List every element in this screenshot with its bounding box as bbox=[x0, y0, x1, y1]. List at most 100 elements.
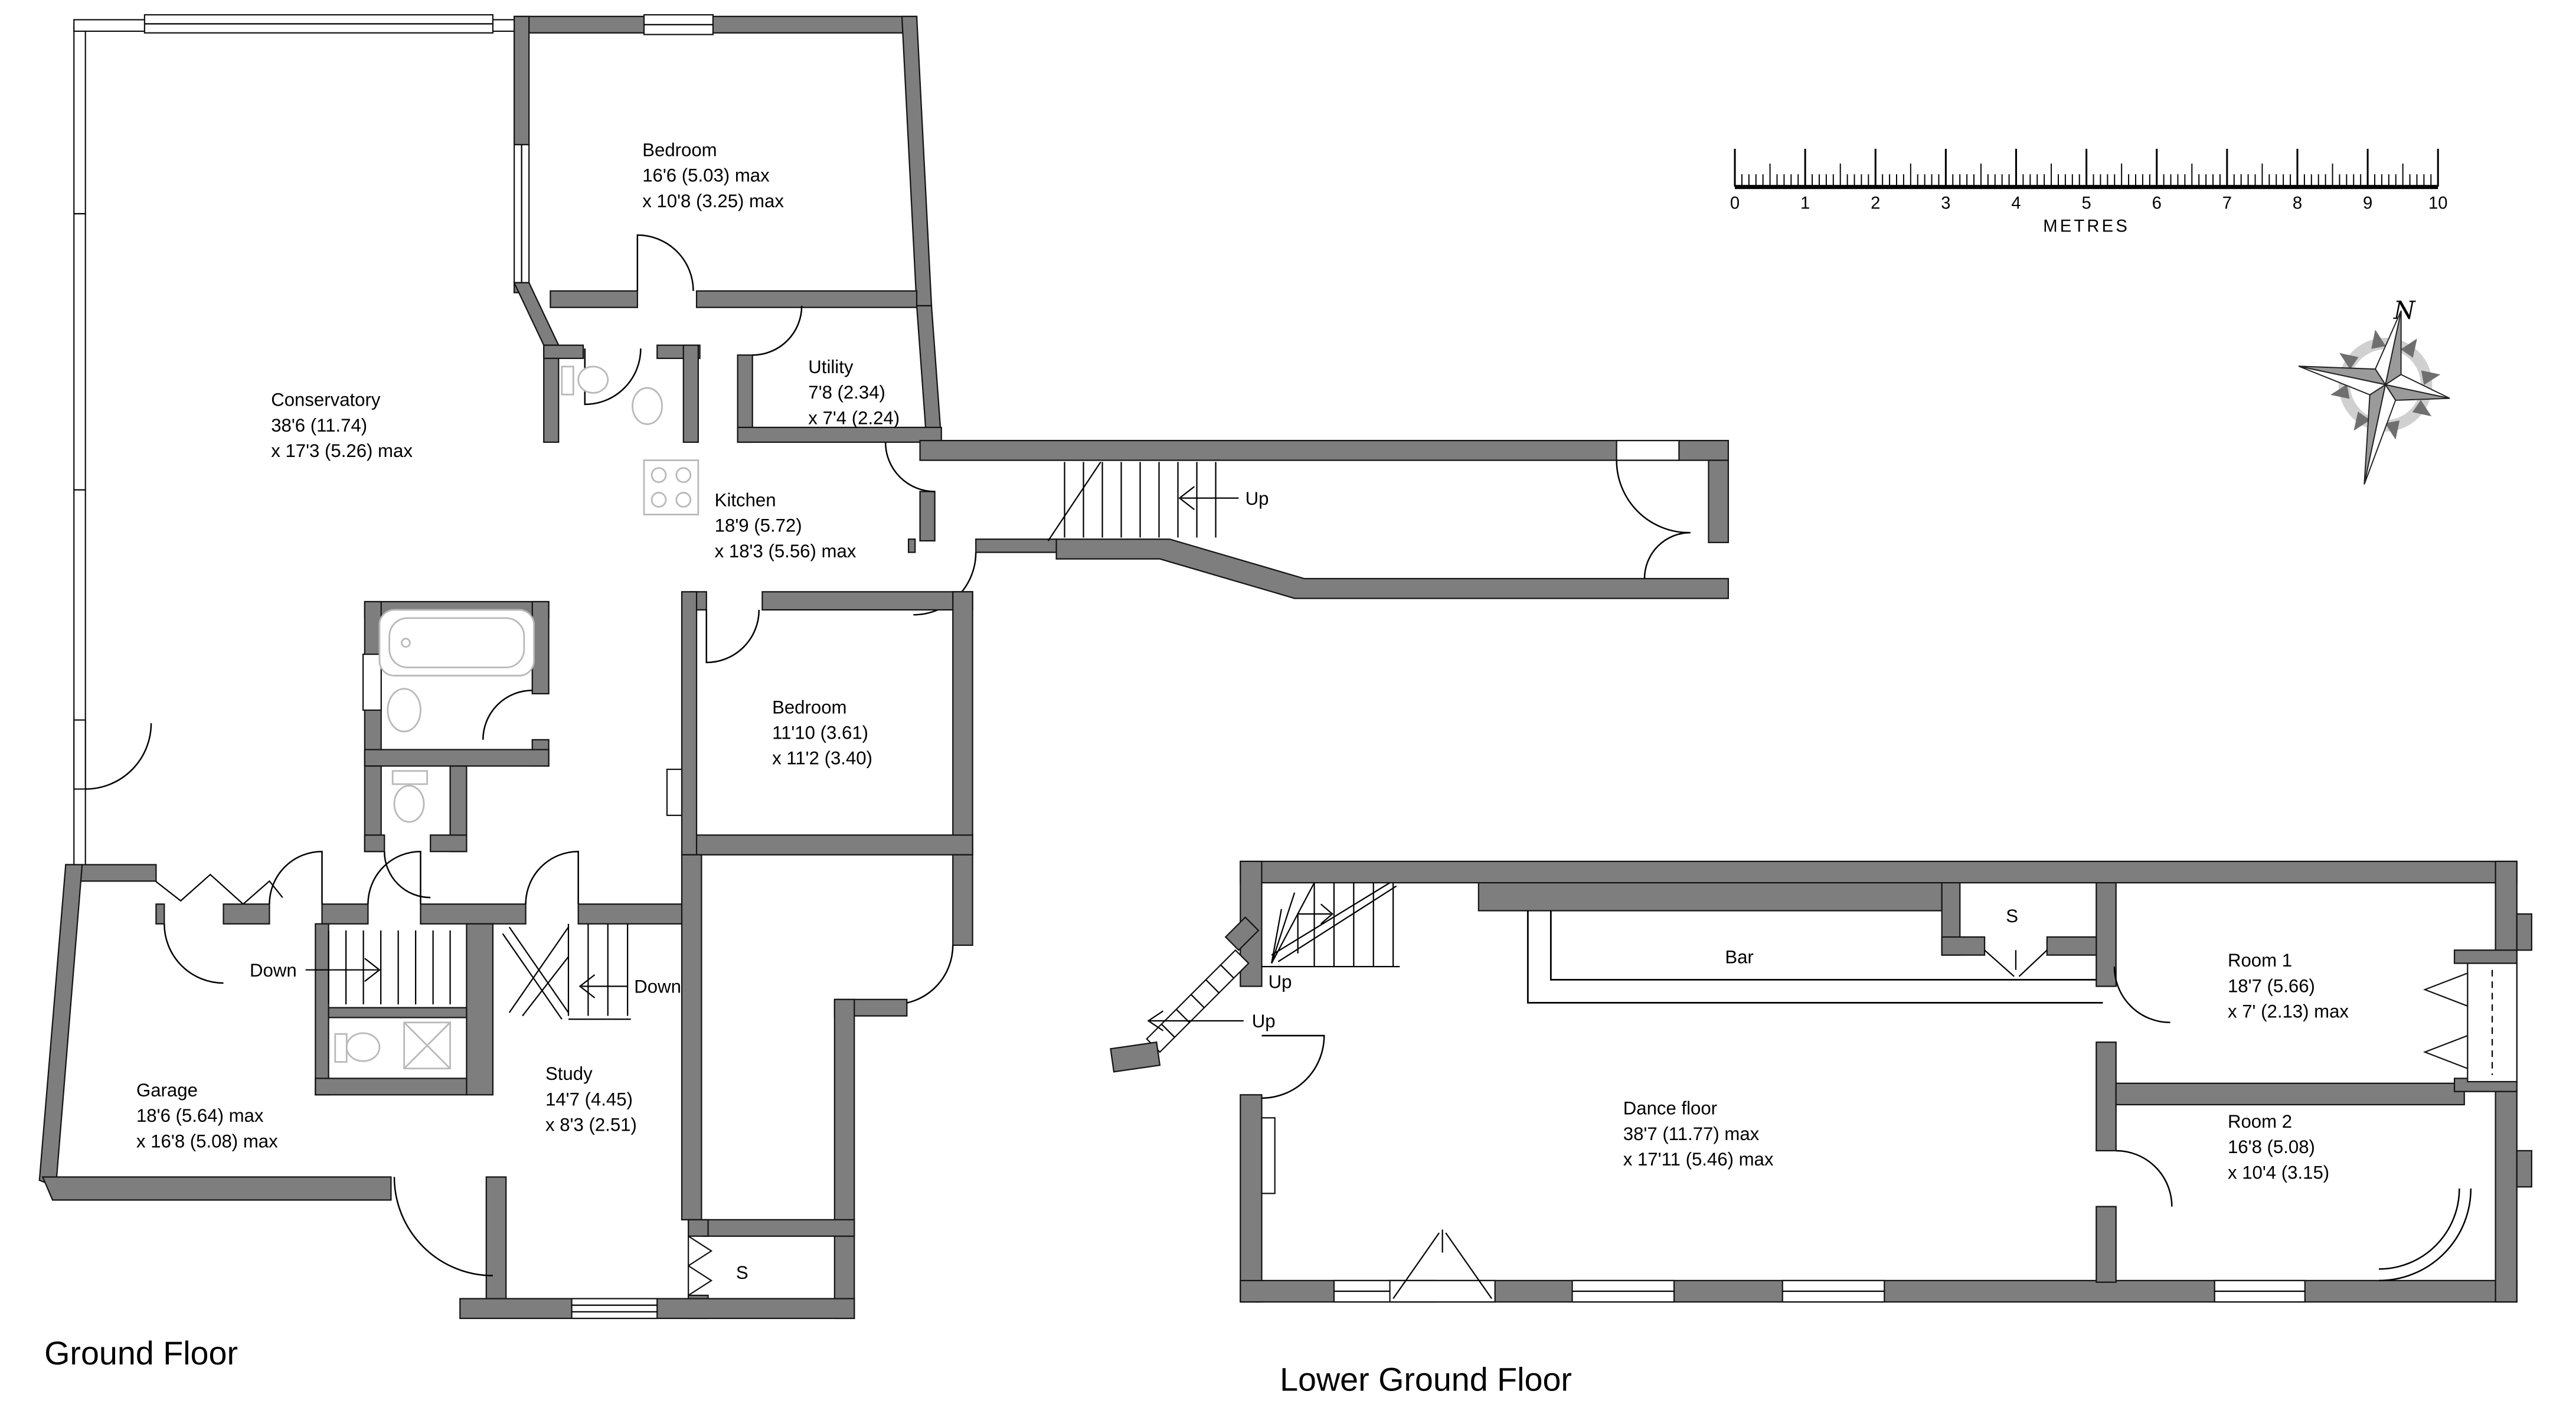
room2-curved-wall bbox=[2379, 1188, 2472, 1282]
label-up-inner: Up bbox=[1269, 971, 1292, 992]
compass-spike bbox=[2412, 400, 2432, 417]
room-label-bar: Bar bbox=[1725, 947, 1753, 968]
compass-spike bbox=[2339, 352, 2359, 370]
hall-door-arc-1 bbox=[269, 850, 323, 905]
up-arrow-icon bbox=[1297, 903, 1333, 954]
label-down-garage: Down bbox=[250, 960, 297, 981]
wc-top-walls bbox=[543, 344, 701, 443]
scale-tick-label: 7 bbox=[2222, 194, 2232, 213]
scale-tick-label: 8 bbox=[2293, 194, 2302, 213]
label-storage-lgf: S bbox=[2006, 906, 2018, 926]
bathroom-door-arc bbox=[482, 690, 532, 740]
label-up-ground: Up bbox=[1245, 488, 1269, 509]
double-door-leaf bbox=[2423, 972, 2469, 1007]
bathroom-walls bbox=[362, 600, 550, 767]
french-doors-icon bbox=[1389, 1229, 1496, 1303]
stairs-down-study bbox=[502, 923, 631, 1020]
stairs-down-garage bbox=[305, 923, 494, 1096]
bathroom-window bbox=[362, 654, 382, 711]
label-down-study: Down bbox=[634, 977, 681, 997]
room1-door-arc bbox=[2113, 967, 2170, 1024]
scale-bar-numbers: 0 1 2 3 4 5 6 7 8 9 10 bbox=[1730, 194, 2448, 213]
bifold-door-icon bbox=[1984, 949, 2048, 977]
double-door-leaf bbox=[2423, 1034, 2469, 1070]
compass-spike bbox=[2330, 384, 2350, 399]
bedroom-mid-door-arc bbox=[705, 609, 760, 664]
scale-tick-label: 9 bbox=[2363, 194, 2372, 213]
room2-door-arc bbox=[2116, 1150, 2173, 1207]
scale-tick-label: 10 bbox=[2428, 194, 2448, 213]
scale-tick-label: 6 bbox=[2152, 194, 2162, 213]
up-arrow-icon bbox=[1147, 1010, 1244, 1031]
ground-floor-title: Ground Floor bbox=[44, 1335, 238, 1372]
lgf-storage-walls bbox=[1941, 882, 2117, 987]
garage-boundary-zigzag bbox=[151, 873, 283, 905]
scale-tick-label: 2 bbox=[1871, 194, 1880, 213]
entrance-door-arc bbox=[393, 1177, 493, 1276]
corridor-end-door-arc bbox=[1616, 460, 1689, 534]
sink-icon bbox=[387, 688, 421, 733]
conservatory-door-arc bbox=[85, 723, 152, 790]
scale-tick-label: 3 bbox=[1941, 194, 1950, 213]
scale-tick-label: 0 bbox=[1730, 194, 1740, 213]
down-arrow-icon bbox=[305, 958, 381, 982]
garage-walls bbox=[38, 864, 507, 1303]
corridor-walls bbox=[907, 440, 1730, 616]
compass-spike bbox=[2401, 338, 2417, 358]
lower-ground-floor-title: Lower Ground Floor bbox=[1280, 1361, 1572, 1398]
stairs-up-ground bbox=[1047, 461, 1239, 541]
bedroom-top-door-arc bbox=[636, 234, 694, 291]
landing-door-arc bbox=[894, 945, 954, 1005]
bar-counter bbox=[1526, 910, 2103, 1004]
room2-curved-wall-inner bbox=[2379, 1188, 2460, 1270]
study-window bbox=[571, 1298, 658, 1320]
shower-icon bbox=[403, 1021, 451, 1070]
scale-tick-label: 1 bbox=[1800, 194, 1810, 213]
storage-door-wedge bbox=[688, 1235, 713, 1267]
label-storage-ground: S bbox=[736, 1262, 748, 1283]
compass-spike bbox=[2371, 329, 2386, 349]
wc-top-door-arc bbox=[584, 348, 642, 406]
wc-mid-walls bbox=[364, 765, 468, 899]
compass-spike bbox=[2385, 420, 2400, 440]
lgf-room-walls bbox=[2096, 949, 2518, 1283]
scale-bar: 0 1 2 3 4 5 6 7 8 9 10 METRES bbox=[1730, 148, 2448, 236]
scale-unit-label: METRES bbox=[2043, 217, 2130, 236]
bedroom-mid-walls bbox=[666, 591, 973, 856]
compass-spike bbox=[2353, 412, 2371, 431]
down-arrow-icon bbox=[578, 974, 628, 998]
toilet-icon bbox=[561, 365, 609, 396]
lgf-windows bbox=[1333, 1229, 2306, 1303]
compass-rose-icon: N bbox=[2298, 296, 2450, 485]
compass-spike bbox=[2421, 370, 2441, 386]
hall-wall bbox=[155, 850, 691, 984]
corridor-end-door-arc-2 bbox=[1643, 531, 1691, 579]
kitchen-door-arc bbox=[884, 442, 935, 492]
stairs-up-lgf-external bbox=[1110, 916, 1260, 1073]
sink-icon bbox=[632, 387, 663, 425]
label-up-outer: Up bbox=[1252, 1011, 1276, 1031]
scale-tick-label: 4 bbox=[2011, 194, 2021, 213]
lgf-outer-walls bbox=[1240, 860, 2532, 1303]
bathtub-icon bbox=[378, 609, 535, 677]
kitchen-fittings bbox=[643, 442, 936, 542]
scale-tick-label: 5 bbox=[2081, 194, 2091, 213]
toilet-icon bbox=[334, 1032, 381, 1063]
hall-door-arc-3 bbox=[525, 850, 579, 905]
study-walls bbox=[459, 854, 973, 1320]
hall-door-arc-2 bbox=[367, 850, 421, 905]
hob-icon bbox=[643, 459, 699, 515]
bedroom-top-walls bbox=[513, 14, 933, 346]
storage-door-wedge bbox=[688, 1264, 713, 1297]
